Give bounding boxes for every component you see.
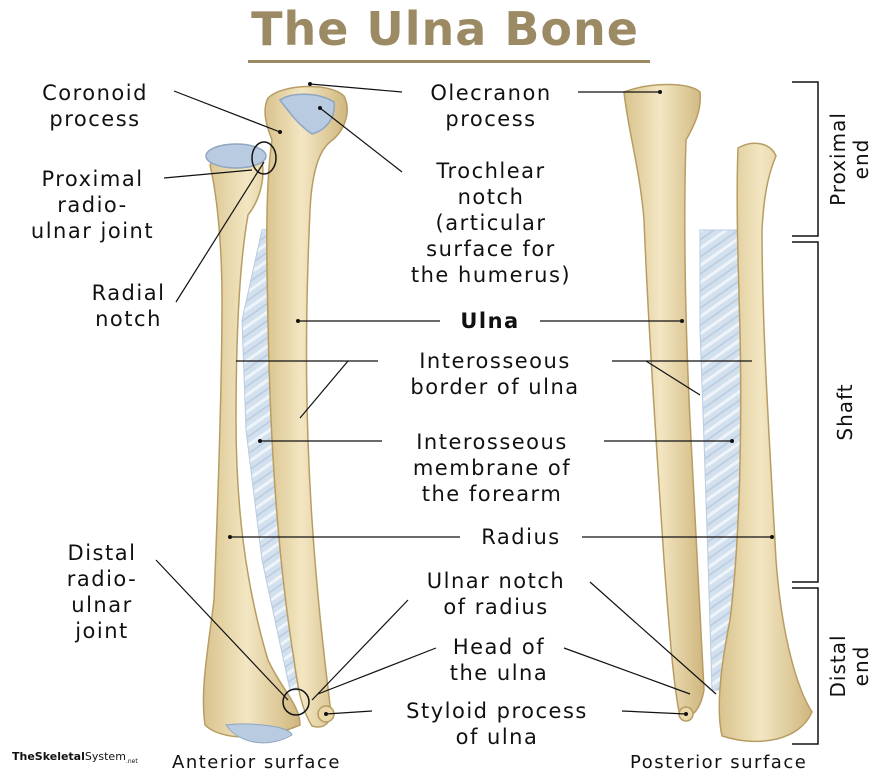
section-label-distal: Distal end xyxy=(827,624,875,708)
section-line: Proximal xyxy=(827,107,850,211)
label-line: of radius xyxy=(398,594,594,620)
label-line: Trochlear xyxy=(382,158,600,184)
label-line: Proximal xyxy=(20,166,165,192)
label-olecranon-process: Olecranon process xyxy=(396,80,586,132)
posterior-view xyxy=(624,85,812,742)
leader-styloid-anterior-dot xyxy=(324,712,328,716)
label-line: (articular xyxy=(382,210,600,236)
logo-brand-strong: TheSkeletal xyxy=(12,750,85,763)
leader-ulna-posterior-dot xyxy=(680,319,684,323)
section-line: end xyxy=(850,107,873,211)
section-label-proximal: Proximal end xyxy=(827,107,875,211)
label-line: membrane of xyxy=(380,455,604,481)
label-line: radio- xyxy=(50,566,154,592)
label-interosseous-membrane: Interosseous membrane of the forearm xyxy=(380,429,604,507)
logo-brand-rest: System xyxy=(85,750,126,763)
caption-anterior-surface: Anterior surface xyxy=(172,752,341,773)
label-line: Ulnar notch xyxy=(398,568,594,594)
section-line: Distal xyxy=(827,624,850,708)
leader-radius-posterior-dot xyxy=(770,535,774,539)
label-line: the humerus) xyxy=(382,262,600,288)
label-line: process xyxy=(20,106,170,132)
logo: TheSkeletalSystem.net xyxy=(12,750,138,765)
label-line: notch xyxy=(382,184,600,210)
label-interosseous-border: Interosseous border of ulna xyxy=(378,348,612,400)
leader-coronoid xyxy=(174,91,280,132)
label-line: notch xyxy=(76,306,181,332)
label-line: border of ulna xyxy=(378,374,612,400)
section-label-shaft: Shaft xyxy=(834,377,858,447)
label-line: Radial xyxy=(76,280,181,306)
label-line: Interosseous xyxy=(378,348,612,374)
label-line: the ulna xyxy=(432,660,566,686)
label-distal-radioulnar-joint: Distal radio- ulnar joint xyxy=(50,540,154,644)
section-line: end xyxy=(850,624,873,708)
bracket-shaft xyxy=(792,242,818,582)
label-coronoid-process: Coronoid process xyxy=(20,80,170,132)
label-line: Interosseous xyxy=(380,429,604,455)
leader-membrane-posterior-dot xyxy=(730,439,734,443)
leader-radius-anterior-dot xyxy=(228,535,232,539)
leader-ulnar-notch-anterior xyxy=(312,600,408,700)
caption-posterior-surface: Posterior surface xyxy=(630,752,807,773)
leader-trochlear-dot xyxy=(318,106,322,110)
label-head-of-ulna: Head of the ulna xyxy=(432,634,566,686)
bracket-proximal xyxy=(792,82,818,236)
leader-olecranon-posterior-dot xyxy=(658,90,662,94)
label-line: radio- xyxy=(20,192,165,218)
anterior-view xyxy=(203,86,347,742)
leader-styloid-posterior-dot xyxy=(684,712,688,716)
leader-head-anterior xyxy=(318,648,436,694)
section-brackets xyxy=(792,82,818,744)
label-line: surface for xyxy=(382,236,600,262)
label-line: Olecranon xyxy=(396,80,586,106)
leader-styloid-posterior xyxy=(622,711,686,714)
label-ulna: Ulna xyxy=(440,308,540,334)
label-ulnar-notch: Ulnar notch of radius xyxy=(398,568,594,620)
label-line: process xyxy=(396,106,586,132)
leader-membrane-anterior-dot xyxy=(258,439,262,443)
label-line: of ulna xyxy=(372,724,622,750)
label-styloid-process: Styloid process of ulna xyxy=(372,698,622,750)
label-line: joint xyxy=(50,618,154,644)
label-radial-notch: Radial notch xyxy=(76,280,181,332)
radial-head-cartilage xyxy=(206,144,266,168)
label-line: Distal xyxy=(50,540,154,566)
label-line: Head of xyxy=(432,634,566,660)
label-proximal-radioulnar-joint: Proximal radio- ulnar joint xyxy=(20,166,165,244)
leader-ulna-anterior-dot xyxy=(296,319,300,323)
leader-coronoid-dot xyxy=(278,130,282,134)
leader-olecranon-anterior-dot xyxy=(308,82,312,86)
label-radius: Radius xyxy=(460,524,582,550)
logo-suffix: .net xyxy=(126,758,138,765)
label-line: Styloid process xyxy=(372,698,622,724)
label-line: Coronoid xyxy=(20,80,170,106)
label-line: ulnar joint xyxy=(20,218,165,244)
label-trochlear-notch: Trochlear notch (articular surface for t… xyxy=(382,158,600,288)
label-line: ulnar xyxy=(50,592,154,618)
label-line: the forearm xyxy=(380,481,604,507)
